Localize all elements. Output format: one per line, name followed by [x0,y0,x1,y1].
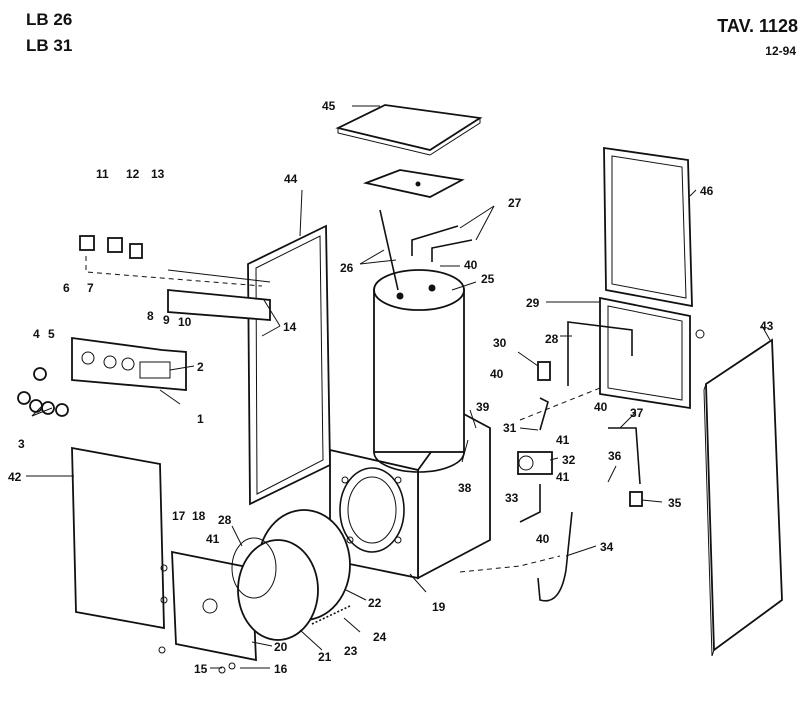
switches-11-12-13 [79,235,143,259]
label-29: 29 [526,296,540,310]
label-2: 2 [197,360,204,374]
top-plate [362,169,465,198]
panel-43 [703,338,783,657]
label-43: 43 [760,319,774,333]
part-number-labels: 1 2 3 4 5 6 7 8 9 10 11 12 13 14 15 16 1… [8,99,774,676]
frame-19 [329,410,491,580]
label-40b: 40 [490,367,504,381]
hose-34 [537,511,573,602]
label-5: 5 [48,327,55,341]
label-24: 24 [373,630,387,644]
water-tank-25 [373,269,465,473]
panel-42 [71,446,165,630]
revision-date: 12-94 [765,44,796,58]
label-40d: 40 [536,532,550,546]
spring-23 [311,605,351,625]
label-28: 28 [545,332,559,346]
anode-rod-26 [379,209,399,291]
valve-30 [537,361,551,381]
gasket-28 [567,321,633,386]
guide-line [459,555,561,573]
label-41c: 41 [556,470,570,484]
knobs-3-4-5 [17,367,69,417]
pipe-33 [519,484,541,523]
label-22: 22 [368,596,382,610]
pipe-37 [608,427,641,485]
label-14: 14 [283,320,297,334]
label-44: 44 [284,172,298,186]
label-6: 6 [63,281,70,295]
label-39: 39 [476,400,490,414]
label-41a: 41 [206,532,220,546]
leader-lines [26,105,771,669]
label-8: 8 [147,309,154,323]
model-code-1: LB 26 [26,10,73,29]
label-41b: 41 [556,433,570,447]
label-30: 30 [493,336,507,350]
fitting-35 [629,491,643,507]
fasteners [158,329,705,674]
label-10: 10 [178,315,192,329]
label-36: 36 [608,449,622,463]
label-28b: 28 [218,513,232,527]
label-19: 19 [432,600,446,614]
control-panel-1 [71,336,187,391]
top-cover-45 [335,104,483,156]
label-25: 25 [481,272,495,286]
label-27: 27 [508,196,522,210]
label-12: 12 [126,167,140,181]
label-33: 33 [505,491,519,505]
label-31: 31 [503,421,517,435]
label-35: 35 [668,496,682,510]
label-45: 45 [322,99,336,113]
label-3: 3 [18,437,25,451]
guide-line [519,387,601,421]
pipe-31 [539,397,549,431]
pipe-27b [431,239,473,262]
bracket-14 [167,269,271,321]
label-11: 11 [96,167,109,181]
table-reference: TAV. 1128 [717,16,798,36]
label-34: 34 [600,540,614,554]
model-code-2: LB 31 [26,36,73,55]
label-13: 13 [151,167,165,181]
label-16: 16 [274,662,288,676]
panel-46 [603,146,693,308]
label-4: 4 [33,327,40,341]
label-40a: 40 [464,258,478,272]
label-9: 9 [163,313,170,327]
label-37: 37 [630,406,644,420]
label-17: 17 [172,509,186,523]
label-42: 42 [8,470,22,484]
pipe-27a [411,225,459,256]
pump-32 [517,451,553,475]
label-15: 15 [194,662,208,676]
panel-44 [247,224,331,506]
label-7: 7 [87,281,94,295]
label-38: 38 [458,481,472,495]
frame-29 [599,296,691,410]
label-26: 26 [340,261,354,275]
door-20 [171,550,257,662]
label-20: 20 [274,640,288,654]
insulation-disks-21-22 [231,509,351,641]
label-21: 21 [318,650,332,664]
label-23: 23 [344,644,358,658]
label-40c: 40 [594,400,608,414]
label-18: 18 [192,509,206,523]
label-1: 1 [197,412,204,426]
label-32: 32 [562,453,576,467]
label-46: 46 [700,184,714,198]
